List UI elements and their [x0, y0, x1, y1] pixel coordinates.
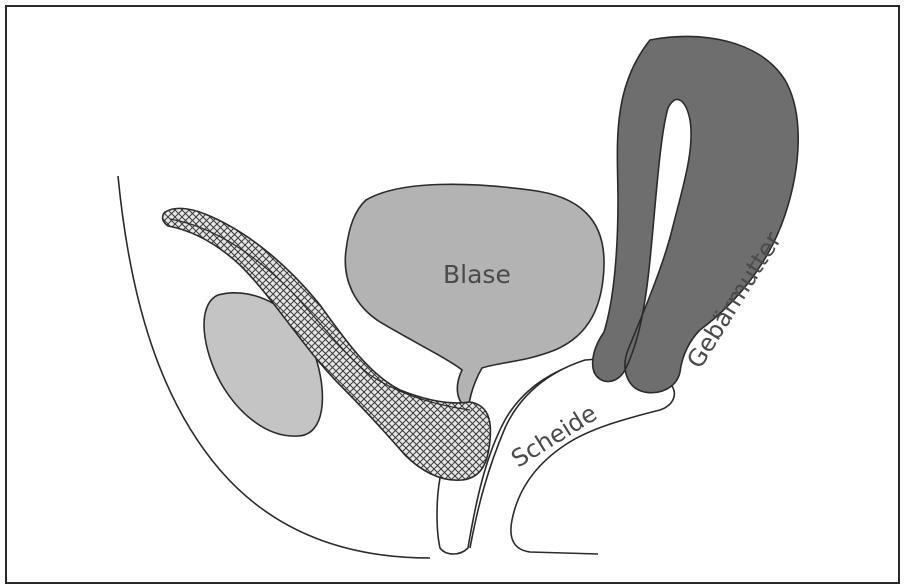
label-blase: Blase: [443, 260, 511, 289]
